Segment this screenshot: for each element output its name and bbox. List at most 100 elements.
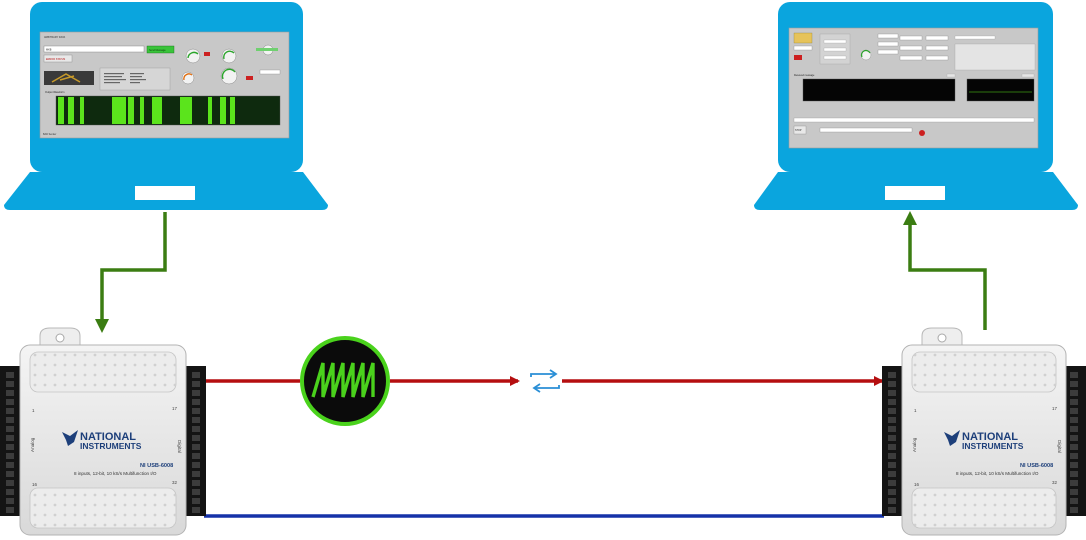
terminal-screw — [1070, 480, 1078, 486]
left-brand-line2: INSTRUMENTS — [80, 441, 142, 451]
left-pin-17: 17 — [172, 406, 178, 411]
terminal-screw — [888, 408, 896, 414]
left-pin-32: 32 — [172, 480, 178, 485]
svg-text:STOP: STOP — [795, 129, 802, 132]
terminal-screw — [6, 417, 14, 423]
terminal-screw — [888, 498, 896, 504]
left-app-waveform-trace — [58, 97, 235, 124]
usb-link-right — [903, 211, 987, 330]
left-app-tx-field[interactable] — [43, 45, 145, 53]
waveform-pulse — [208, 97, 212, 124]
terminal-screw — [888, 444, 896, 450]
right-pin-1: 1 — [914, 408, 917, 413]
terminal-screw — [192, 435, 200, 441]
waveform-pulse — [58, 97, 64, 124]
terminal-screw — [888, 390, 896, 396]
left-model-label: NI USB-6008 — [140, 463, 173, 469]
left-app-top-label: ARBITRARY DATA — [44, 36, 66, 39]
right-brand-line1: NATIONAL — [962, 431, 1018, 443]
waveform-pulse — [128, 97, 134, 124]
terminal-screw — [1070, 408, 1078, 414]
terminal-screw — [192, 381, 200, 387]
terminal-screw — [888, 381, 896, 387]
terminal-screw — [6, 453, 14, 459]
left-laptop: ARBITRARY DATA MKB Send Message ERROR ST… — [4, 2, 328, 210]
terminal-screw — [6, 435, 14, 441]
left-app-status-button[interactable] — [43, 54, 73, 63]
right-app-message-plot — [802, 78, 956, 102]
terminal-screw — [888, 507, 896, 513]
terminal-screw — [888, 435, 896, 441]
bidirectional-arrows-icon — [530, 369, 560, 393]
left-daq-device: NATIONAL INSTRUMENTS NI USB-6008 8 input… — [0, 327, 206, 536]
terminal-screw — [1070, 381, 1078, 387]
left-pin-16: 16 — [32, 482, 38, 487]
terminal-screw — [1070, 444, 1078, 450]
terminal-screw — [192, 408, 200, 414]
right-brand-line2: INSTRUMENTS — [962, 441, 1024, 451]
waveform-pulse — [112, 97, 126, 124]
left-laptop-touchpad — [135, 186, 195, 200]
right-laptop-touchpad — [885, 186, 945, 200]
terminal-screw — [6, 390, 14, 396]
left-app-gauges — [181, 44, 281, 85]
terminal-screw — [6, 471, 14, 477]
svg-text:MKB: MKB — [46, 49, 52, 52]
left-app-send-button[interactable] — [146, 45, 175, 54]
terminal-screw — [1070, 507, 1078, 513]
terminal-screw — [1070, 453, 1078, 459]
terminal-screw — [6, 399, 14, 405]
terminal-screw — [192, 480, 200, 486]
waveform-pulse — [152, 97, 162, 124]
terminal-screw — [1070, 462, 1078, 468]
left-brand-line1: NATIONAL — [80, 431, 136, 443]
right-pin-32: 32 — [1052, 480, 1058, 485]
left-analog-label: Analog — [30, 437, 35, 452]
terminal-screw — [888, 417, 896, 423]
right-app-stop-button[interactable] — [793, 125, 807, 135]
terminal-screw — [888, 453, 896, 459]
sawtooth-signal-icon — [300, 336, 390, 426]
terminal-screw — [192, 462, 200, 468]
terminal-screw — [1070, 471, 1078, 477]
left-sender-app-screen: ARBITRARY DATA MKB Send Message ERROR ST… — [39, 31, 290, 139]
svg-text:Send Message: Send Message — [149, 49, 166, 52]
terminal-screw — [888, 489, 896, 495]
right-pin-17: 17 — [1052, 406, 1058, 411]
waveform-pulse — [68, 97, 74, 124]
waveform-pulse — [80, 97, 84, 124]
left-digital-label: Digital — [177, 440, 182, 453]
right-daq-device: NATIONAL INSTRUMENTS NI USB-6008 8 input… — [882, 327, 1086, 536]
waveform-pulse — [220, 97, 226, 124]
terminal-screw — [192, 507, 200, 513]
terminal-screw — [192, 417, 200, 423]
terminal-screw — [6, 426, 14, 432]
left-app-waveform-title: Output Waveform — [45, 91, 65, 94]
waveform-pulse — [230, 97, 235, 124]
terminal-screw — [888, 480, 896, 486]
terminal-screw — [6, 507, 14, 513]
terminal-screw — [1070, 399, 1078, 405]
terminal-screw — [6, 444, 14, 450]
terminal-screw — [192, 444, 200, 450]
terminal-screw — [192, 390, 200, 396]
terminal-screw — [1070, 426, 1078, 432]
terminal-screw — [1070, 372, 1078, 378]
left-pin-1: 1 — [32, 408, 35, 413]
terminal-screw — [1070, 435, 1078, 441]
terminal-screw — [6, 498, 14, 504]
right-digital-label: Digital — [1057, 440, 1062, 453]
terminal-screw — [192, 372, 200, 378]
terminal-screw — [1070, 417, 1078, 423]
waveform-pulse — [140, 97, 144, 124]
right-spec-label: 8 inputs, 12-bit, 10 kS/s Multifunction … — [956, 471, 1039, 476]
right-model-label: NI USB-6008 — [1020, 463, 1053, 469]
terminal-screw — [192, 498, 200, 504]
right-laptop: Received message STOP — [754, 2, 1078, 210]
terminal-screw — [192, 426, 200, 432]
terminal-screw — [6, 381, 14, 387]
terminal-screw — [1070, 498, 1078, 504]
terminal-screw — [192, 453, 200, 459]
terminal-screw — [1070, 390, 1078, 396]
left-app-waveform-plot — [55, 95, 281, 126]
